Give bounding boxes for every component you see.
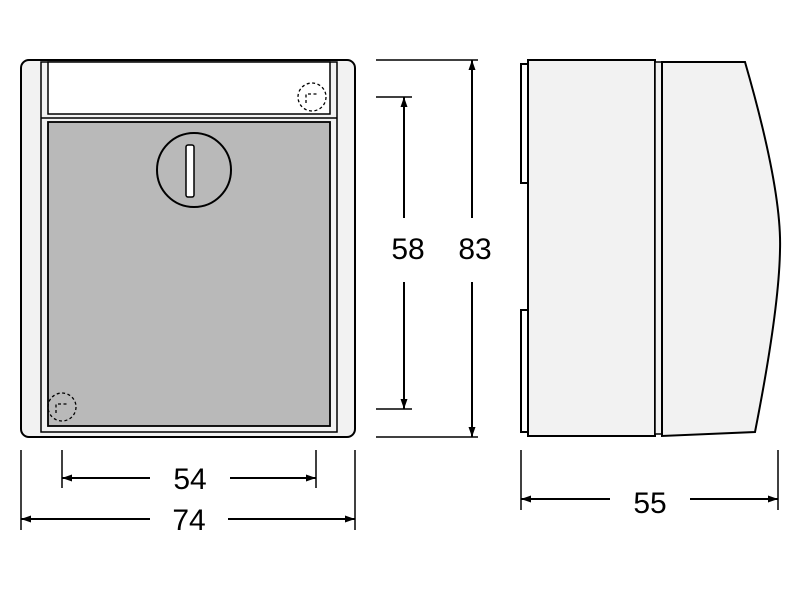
screw-icon — [47, 392, 77, 422]
side-view — [520, 59, 782, 438]
dim-label-inner-height: 58 — [391, 233, 424, 266]
dim-label-depth: 55 — [633, 487, 666, 520]
side-cover — [661, 61, 782, 438]
side-tab-lower — [520, 309, 528, 433]
dim-label-outer-height: 83 — [458, 233, 491, 266]
side-tab-upper — [520, 63, 528, 184]
side-base — [527, 59, 656, 437]
dim-label-outer-width: 74 — [172, 504, 205, 537]
label-window — [47, 61, 331, 115]
screw-icon — [297, 82, 327, 112]
side-joint — [654, 61, 663, 435]
front-view — [20, 59, 356, 438]
cover-lock-icon — [156, 132, 232, 208]
dim-label-inner-width: 54 — [173, 463, 206, 496]
